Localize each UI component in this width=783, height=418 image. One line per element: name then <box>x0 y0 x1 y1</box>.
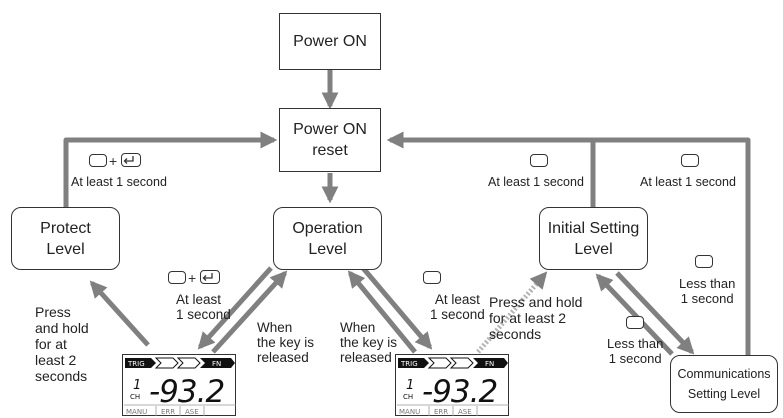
mode-key-icon <box>168 271 186 284</box>
arrow-display1-to-protect <box>89 280 150 347</box>
arrow-protect-to-reset <box>63 131 278 207</box>
display-ase-label: ASE <box>185 408 199 416</box>
arrow-initial-to-comm <box>615 271 695 355</box>
plus-icon: + <box>109 153 118 169</box>
node-power-on: Power ON <box>279 13 381 70</box>
label-initial-release: When the key is released <box>340 320 398 365</box>
label-press-hold-initial: Press and hold for at least 2 seconds <box>489 294 583 342</box>
arrow-comm-to-initial <box>595 273 674 356</box>
mode-key-icon <box>530 154 548 167</box>
mode-key-icon <box>695 255 713 268</box>
arrow-display2-to-operation <box>347 270 417 354</box>
mode-key-icon <box>626 316 644 329</box>
node-power-on-reset: Power ON reset <box>279 108 381 172</box>
arrow-display2-to-initial <box>476 271 548 354</box>
arrow-operation-to-display1 <box>197 266 273 350</box>
controller-display: TRIG FN 1 CH -93.2 MANU ERR ASE <box>395 354 509 416</box>
label-op-to-initial: At least 1 second <box>430 292 485 322</box>
label-initial-to-comm: Less than 1 second <box>679 276 736 306</box>
arrow-display1-to-operation <box>211 270 288 354</box>
node-communications-setting-level: Communications Setting Level <box>670 355 778 413</box>
label-press-hold-protect: Press and hold for at least 2 seconds <box>35 304 89 384</box>
mode-key-icon <box>423 271 441 284</box>
mode-key-icon <box>89 154 107 167</box>
display-value: -93.2 <box>149 374 224 410</box>
display-fn-label: FN <box>212 360 221 368</box>
label-protect-to-reset: At least 1 second <box>71 175 167 189</box>
mode-key-icon <box>681 154 699 167</box>
display-fn-label: FN <box>485 360 494 368</box>
display-trig-label: TRIG <box>400 360 418 368</box>
controller-display: TRIG FN 1 CH -93.2 MANU ERR ASE <box>122 354 236 416</box>
display-small-digit: 1 <box>406 378 414 393</box>
label-comm-to-reset: At least 1 second <box>640 175 736 189</box>
node-operation-level: Operation Level <box>273 207 382 270</box>
display-ch-label: CH <box>130 393 140 401</box>
label-op-to-protect: At least 1 second <box>176 292 231 322</box>
arrow-initial-to-reset <box>386 131 596 207</box>
display-ch-label: CH <box>403 393 413 401</box>
label-initial-to-reset: At least 1 second <box>488 175 584 189</box>
display-ase-label: ASE <box>458 408 472 416</box>
display-manu-label: MANU <box>126 408 147 416</box>
arrow-comm-to-reset <box>590 137 751 357</box>
display-manu-label: MANU <box>399 408 420 416</box>
display-err-label: ERR <box>161 408 175 416</box>
arrow-operation-to-display2 <box>361 266 433 350</box>
display-value: -93.2 <box>422 374 497 410</box>
display-trig-label: TRIG <box>127 360 145 368</box>
display-err-label: ERR <box>434 408 448 416</box>
return-key-icon <box>200 270 220 284</box>
node-initial-setting-level: Initial Setting Level <box>539 207 648 270</box>
node-protect-level: Protect Level <box>11 207 120 270</box>
return-key-icon <box>121 153 141 167</box>
label-comm-to-initial: Less than 1 second <box>607 336 664 366</box>
display-small-digit: 1 <box>133 378 141 393</box>
label-protect-release: When the key is released <box>257 320 315 365</box>
plus-icon: + <box>188 270 197 286</box>
